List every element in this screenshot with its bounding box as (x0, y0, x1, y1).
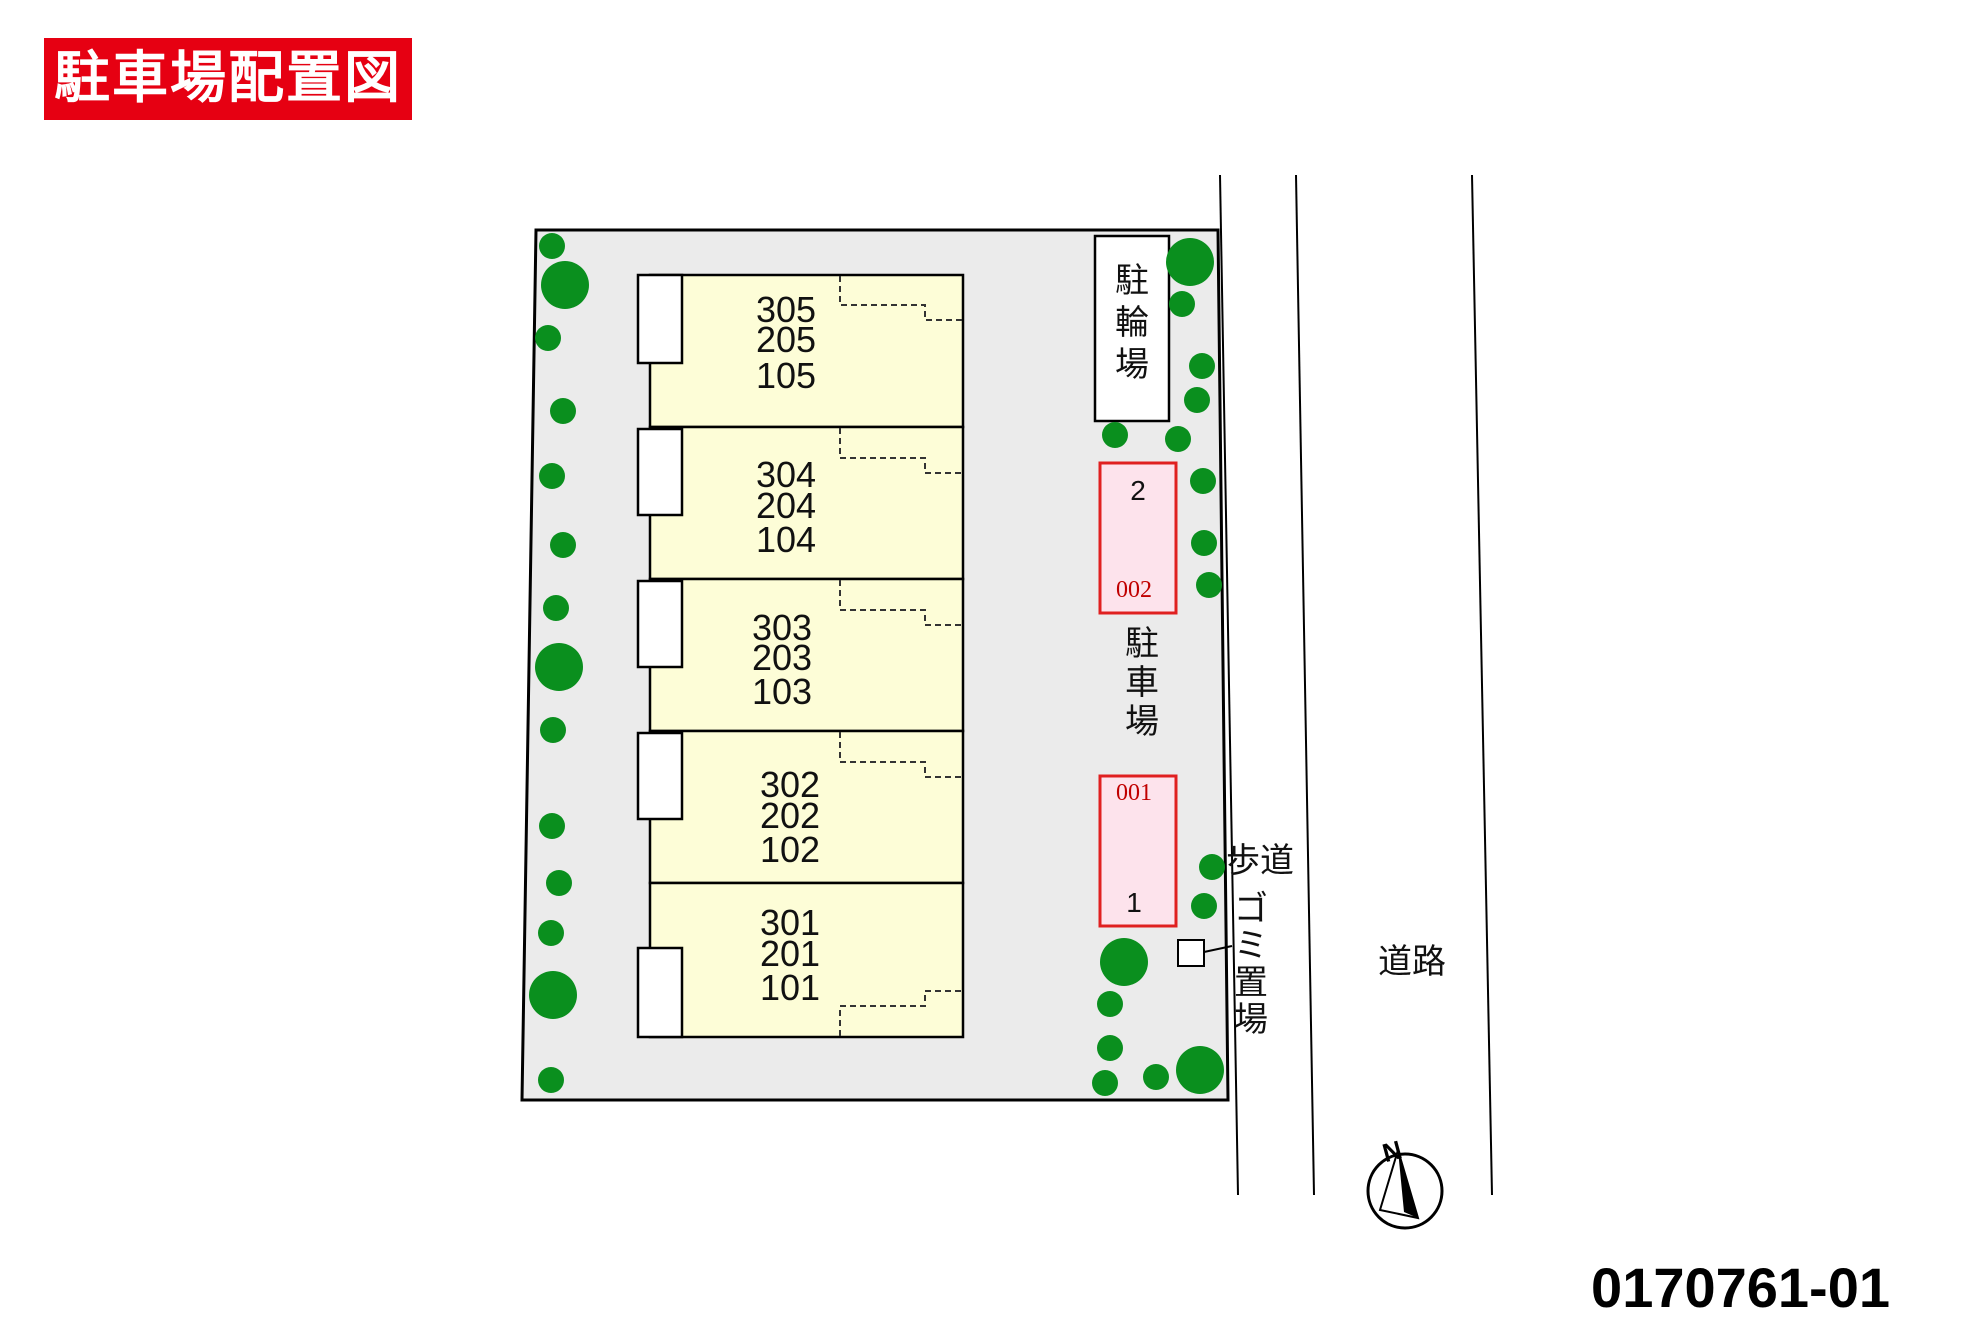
dashed-outline-01 (839, 990, 963, 1036)
tree-icon (550, 398, 576, 424)
unit-number: 103 (752, 671, 812, 712)
parking-space-code: 001 (1116, 780, 1152, 806)
tree-icon (1184, 387, 1210, 413)
balcony-02 (636, 731, 684, 821)
tree-icon (538, 920, 564, 946)
bicycle-parking (1093, 234, 1171, 423)
dashed-outline-04 (839, 428, 963, 474)
apartment-building: 305 205 105 304 204 104 303 203 103 302 … (636, 273, 965, 1039)
unit-number: 203 (752, 637, 812, 678)
unit-number: 304 (756, 454, 816, 495)
balcony-03 (636, 579, 684, 669)
tree-icon (1196, 572, 1222, 598)
unit-block-01 (648, 881, 965, 1039)
tree-icon (541, 261, 589, 309)
balcony-05 (636, 273, 684, 365)
unit-number: 301 (760, 902, 820, 943)
unit-block-04 (648, 425, 965, 581)
parking-space-1 (1098, 774, 1178, 928)
parking-area-label: 駐 (1125, 624, 1159, 664)
tree-icon (1199, 854, 1225, 880)
unit-number: 205 (756, 319, 816, 360)
tree-icon (1189, 353, 1215, 379)
garbage-station-label: 場 (1234, 1000, 1268, 1040)
balcony-01 (636, 946, 684, 1039)
tree-icon (539, 463, 565, 489)
garbage-station-label: ゴ (1234, 889, 1268, 929)
unit-number: 201 (760, 933, 820, 974)
unit-number: 105 (756, 355, 816, 396)
road-line-2 (1295, 174, 1315, 1196)
tree-icon (538, 1067, 564, 1093)
tree-icon (550, 532, 576, 558)
unit-number: 104 (756, 519, 816, 560)
north-compass-icon: N (1366, 1134, 1444, 1230)
tree-icon (1092, 1070, 1118, 1096)
unit-number: 305 (756, 289, 816, 330)
tree-icon (546, 870, 572, 896)
tree-icon (539, 813, 565, 839)
bicycle-parking-label: 場 (1115, 345, 1149, 385)
road-line-1 (1219, 174, 1239, 1196)
road-line-3 (1471, 174, 1493, 1196)
bicycle-parking-label: 駐 (1115, 261, 1149, 301)
unit-number: 101 (760, 967, 820, 1008)
tree-icon (1102, 422, 1128, 448)
tree-icon (1191, 893, 1217, 919)
parking-space-code: 002 (1116, 577, 1152, 603)
tree-icon (535, 643, 583, 691)
tree-icon (1165, 426, 1191, 452)
tree-icon (540, 717, 566, 743)
tree-icon (1097, 1035, 1123, 1061)
tree-icon (1100, 938, 1148, 986)
tree-icon (1191, 530, 1217, 556)
dashed-outline-05 (839, 276, 963, 321)
tree-icon (1176, 1046, 1224, 1094)
map-code: 0170761-01 (1591, 1256, 1890, 1319)
dashed-outline-02 (839, 732, 963, 778)
tree-icon (1166, 238, 1214, 286)
parking-space-2 (1098, 461, 1178, 615)
unit-number: 302 (760, 764, 820, 805)
sidewalk-label: 歩道 (1226, 841, 1294, 881)
parking-space-number: 1 (1126, 887, 1142, 918)
parking-area-label: 車 (1125, 663, 1159, 703)
garbage-station (1177, 939, 1205, 967)
garbage-leader-line (1203, 945, 1233, 953)
unit-number: 303 (752, 607, 812, 648)
tree-icon (535, 325, 561, 351)
unit-number: 102 (760, 829, 820, 870)
tree-icon (539, 233, 565, 259)
trees (529, 233, 1225, 1096)
parking-space-number: 2 (1130, 475, 1146, 506)
tree-icon (1190, 468, 1216, 494)
tree-icon (1169, 291, 1195, 317)
balcony-04 (636, 427, 684, 517)
unit-block-02 (648, 729, 965, 885)
tree-icon (1097, 991, 1123, 1017)
unit-number: 202 (760, 795, 820, 836)
unit-number: 204 (756, 485, 816, 526)
tree-icon (529, 971, 577, 1019)
tree-icon (543, 595, 569, 621)
garbage-station-label: ミ (1234, 926, 1268, 966)
bicycle-parking-label: 輪 (1115, 303, 1149, 343)
page-title: 駐車場配置図 (44, 38, 412, 120)
road-label: 道路 (1378, 942, 1446, 982)
tree-icon (1143, 1064, 1169, 1090)
unit-block-03 (648, 577, 965, 733)
dashed-outline-03 (839, 580, 963, 626)
parking-area-label: 場 (1125, 702, 1159, 742)
garbage-station-label: 置 (1234, 963, 1268, 1003)
